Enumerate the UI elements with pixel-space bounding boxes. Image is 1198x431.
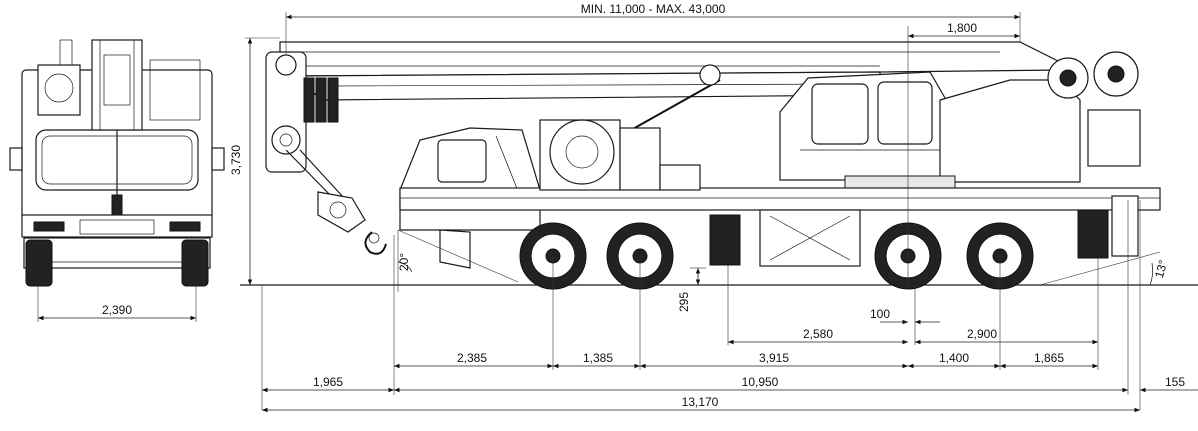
departure-angle-label: 13° (1152, 258, 1170, 279)
overall-length-label: 13,170 (682, 395, 719, 409)
axle-1865-label: 1,865 (1034, 351, 1064, 365)
axle-2385-label: 2,385 (457, 351, 487, 365)
offset-100-label: 100 (870, 307, 890, 321)
chassis-length-label: 10,950 (742, 375, 779, 389)
extension-lines (261, 200, 1141, 410)
approach-angle-dimension: 20° (397, 229, 519, 292)
front-view (9, 39, 225, 287)
axle-1400-label: 1,400 (939, 351, 969, 365)
span-2580-dimension: 2,580 (728, 327, 908, 345)
side-view (265, 41, 1161, 290)
axle-3915-label: 3,915 (759, 351, 789, 365)
overall-height-dimension: 3,730 (229, 37, 280, 285)
overall-height-label: 3,730 (229, 145, 243, 175)
jib-offset-label: 1,800 (947, 21, 977, 35)
jib-offset-dimension: 1,800 (907, 21, 1020, 288)
track-width-dimension: 2,390 (37, 285, 197, 322)
span-2580-label: 2,580 (803, 327, 833, 341)
track-width-label: 2,390 (102, 303, 132, 317)
overhang-row: 1,965 10,950 155 (262, 375, 1198, 393)
offset-100-dimension: 100 (870, 307, 940, 325)
rear-overhang-label: 155 (1165, 375, 1185, 389)
approach-angle-label: 20° (397, 253, 411, 271)
overall-length-dimension: 13,170 (262, 395, 1140, 413)
span-2900-dimension: 2,900 (915, 327, 1098, 345)
boom-extension-label: MIN. 11,000 - MAX. 43,000 (581, 2, 726, 16)
ground-clearance-label: 295 (677, 292, 691, 312)
axle-spacing-row: 2,385 1,385 3,915 1,400 1,865 (394, 351, 1098, 369)
axle-1385-label: 1,385 (583, 351, 613, 365)
front-overhang-label: 1,965 (313, 375, 343, 389)
boom-extension-dimension: MIN. 11,000 - MAX. 43,000 (285, 2, 1021, 55)
ground-clearance-dimension: 295 (677, 267, 706, 312)
span-2900-label: 2,900 (967, 327, 997, 341)
